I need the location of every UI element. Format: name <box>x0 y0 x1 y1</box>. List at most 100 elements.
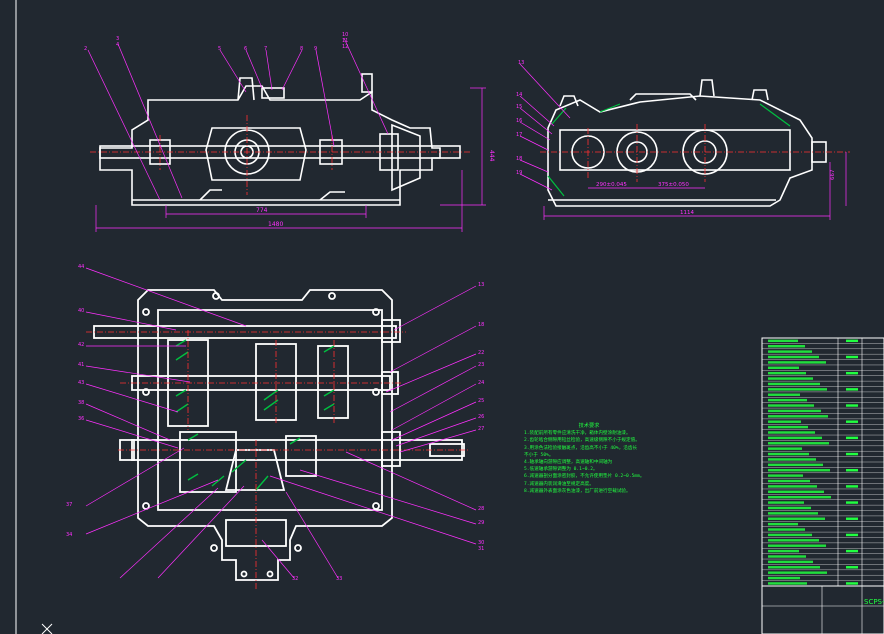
parts-list-entry-text <box>768 485 817 488</box>
leader-label: 29 <box>478 520 484 526</box>
parts-list-material-text <box>846 452 858 456</box>
technical-note-line: 不小于 50%。 <box>524 452 554 458</box>
parts-list-material-text <box>846 371 858 375</box>
leader-label: 30 <box>478 540 484 546</box>
plan-view-centerlines <box>86 330 470 590</box>
side-view-leader-labels: 13 14 15 16 17 18 19 <box>516 60 524 176</box>
parts-list-entry-text <box>768 371 806 375</box>
parts-list-entry-text <box>768 522 798 526</box>
leader-label: 18 <box>478 322 484 328</box>
dim-height: 444 <box>488 150 495 162</box>
front-view-centerlines <box>90 115 470 195</box>
parts-list-entry-text <box>768 431 815 434</box>
leader-label: 3 <box>116 36 119 42</box>
parts-list-entry-text <box>768 404 814 407</box>
leader-label: 41 <box>78 362 84 368</box>
leader-label: 14 <box>516 92 522 98</box>
parts-list-entry-text <box>768 339 798 343</box>
technical-note-line: 5.低速轴承游隙调整为 0.1~0.2。 <box>524 467 598 473</box>
leader-label: 12 <box>342 44 348 50</box>
leader-label: 34 <box>66 532 72 538</box>
leader-label: 2 <box>84 46 87 52</box>
parts-list-entry-text <box>768 442 829 445</box>
technical-note-line: 7.减速器内装润滑油至规定高度。 <box>524 481 594 487</box>
parts-list-entry-text <box>768 576 800 580</box>
parts-list-entry-text <box>768 425 808 429</box>
leader-label: 8 <box>300 46 303 52</box>
plan-view <box>93 289 465 581</box>
parts-list-material-text <box>846 436 858 440</box>
parts-list-entry-text <box>768 549 799 553</box>
parts-list-entry-text <box>768 544 826 547</box>
side-view-dimensions <box>519 63 847 220</box>
parts-list-entry-text <box>768 555 806 558</box>
parts-list-entry-text <box>768 512 818 515</box>
parts-list-entry-text <box>768 393 800 396</box>
parts-list-material-text <box>846 355 858 359</box>
side-view-dim-text: 290±0.045 375±0.050 1114 667 <box>596 169 836 216</box>
parts-list-entry-text <box>768 528 805 531</box>
parts-list-entry-text <box>768 479 810 483</box>
dim-center-dist-1: 290±0.045 <box>596 182 627 188</box>
leader-label: 44 <box>78 264 84 270</box>
leader-label: 13 <box>478 282 484 288</box>
leader-label: 4 <box>116 42 119 48</box>
leader-label: 17 <box>516 132 522 138</box>
front-view <box>99 73 461 206</box>
parts-list-material-text <box>846 388 858 391</box>
parts-list-entry-text <box>768 533 812 537</box>
leader-label: 38 <box>78 400 84 406</box>
front-view-dim-text: 1480 774 444 <box>256 150 495 228</box>
leader-label: 23 <box>478 362 484 368</box>
parts-list-entry-text <box>768 566 820 569</box>
leader-label: 5 <box>218 46 221 52</box>
leader-label: 13 <box>518 60 524 66</box>
parts-list-entry-text <box>768 345 805 348</box>
parts-list-entry-text <box>768 501 804 504</box>
parts-list-material-text <box>846 404 858 407</box>
parts-list-entry-text <box>768 582 807 585</box>
leader-label: 11 <box>342 38 348 44</box>
leader-label: 18 <box>516 156 522 162</box>
crosshair-icon <box>41 623 53 634</box>
leader-label: 19 <box>516 170 522 176</box>
parts-list-material-text <box>846 485 858 488</box>
parts-list-material-text <box>846 549 858 553</box>
technical-note-line: 1.装配前所有零件应清洗干净，箱体内壁涂耐油漆。 <box>524 431 631 437</box>
parts-list-rows <box>762 337 884 585</box>
plan-view-labels-left: 44 40 42 41 43 38 36 37 34 <box>66 264 84 538</box>
parts-list-entry-text <box>768 447 802 450</box>
dim-height: 667 <box>830 169 836 180</box>
leader-label: 33 <box>336 576 342 582</box>
leader-label: 31 <box>478 546 484 552</box>
leader-label: 10 <box>342 32 348 38</box>
parts-list-entry-text <box>768 517 825 520</box>
technical-note-line: 6.减速器剖分面涂密封胶，不允许使用垫片 0.2~0.5mm。 <box>524 474 645 480</box>
parts-list-material-text <box>846 566 858 569</box>
leader-label: 25 <box>478 398 484 404</box>
parts-list: SCPS- <box>761 337 884 634</box>
parts-list-entry-text <box>768 382 820 386</box>
parts-list-entry-text <box>768 560 813 564</box>
parts-list-entry-text <box>768 366 799 369</box>
parts-list-entry-text <box>768 539 819 542</box>
dim-center-span: 774 <box>256 207 268 214</box>
parts-list-entry-text <box>768 469 830 472</box>
leader-label: 37 <box>66 502 72 508</box>
parts-list-entry-text <box>768 415 828 418</box>
leader-label: 36 <box>78 416 84 422</box>
parts-list-entry-text <box>768 409 821 413</box>
parts-list-material-text <box>846 469 858 472</box>
parts-list-material-text <box>846 533 858 537</box>
leader-label: 27 <box>478 426 484 432</box>
parts-list-entry-text <box>768 436 822 440</box>
parts-list-entry-text <box>768 388 827 391</box>
leader-label: 6 <box>244 46 247 52</box>
parts-list-entry-text <box>768 452 809 456</box>
parts-list-entry-text <box>768 495 831 499</box>
leader-label: 16 <box>516 118 522 124</box>
leader-label: 40 <box>78 308 84 314</box>
technical-notes: 技术要求 1.装配前所有零件应清洗干净，箱体内壁涂耐油漆。 2.齿轮啮合侧隙用铅… <box>524 423 674 495</box>
leader-label: 24 <box>478 380 484 386</box>
leader-label: 32 <box>292 576 298 582</box>
